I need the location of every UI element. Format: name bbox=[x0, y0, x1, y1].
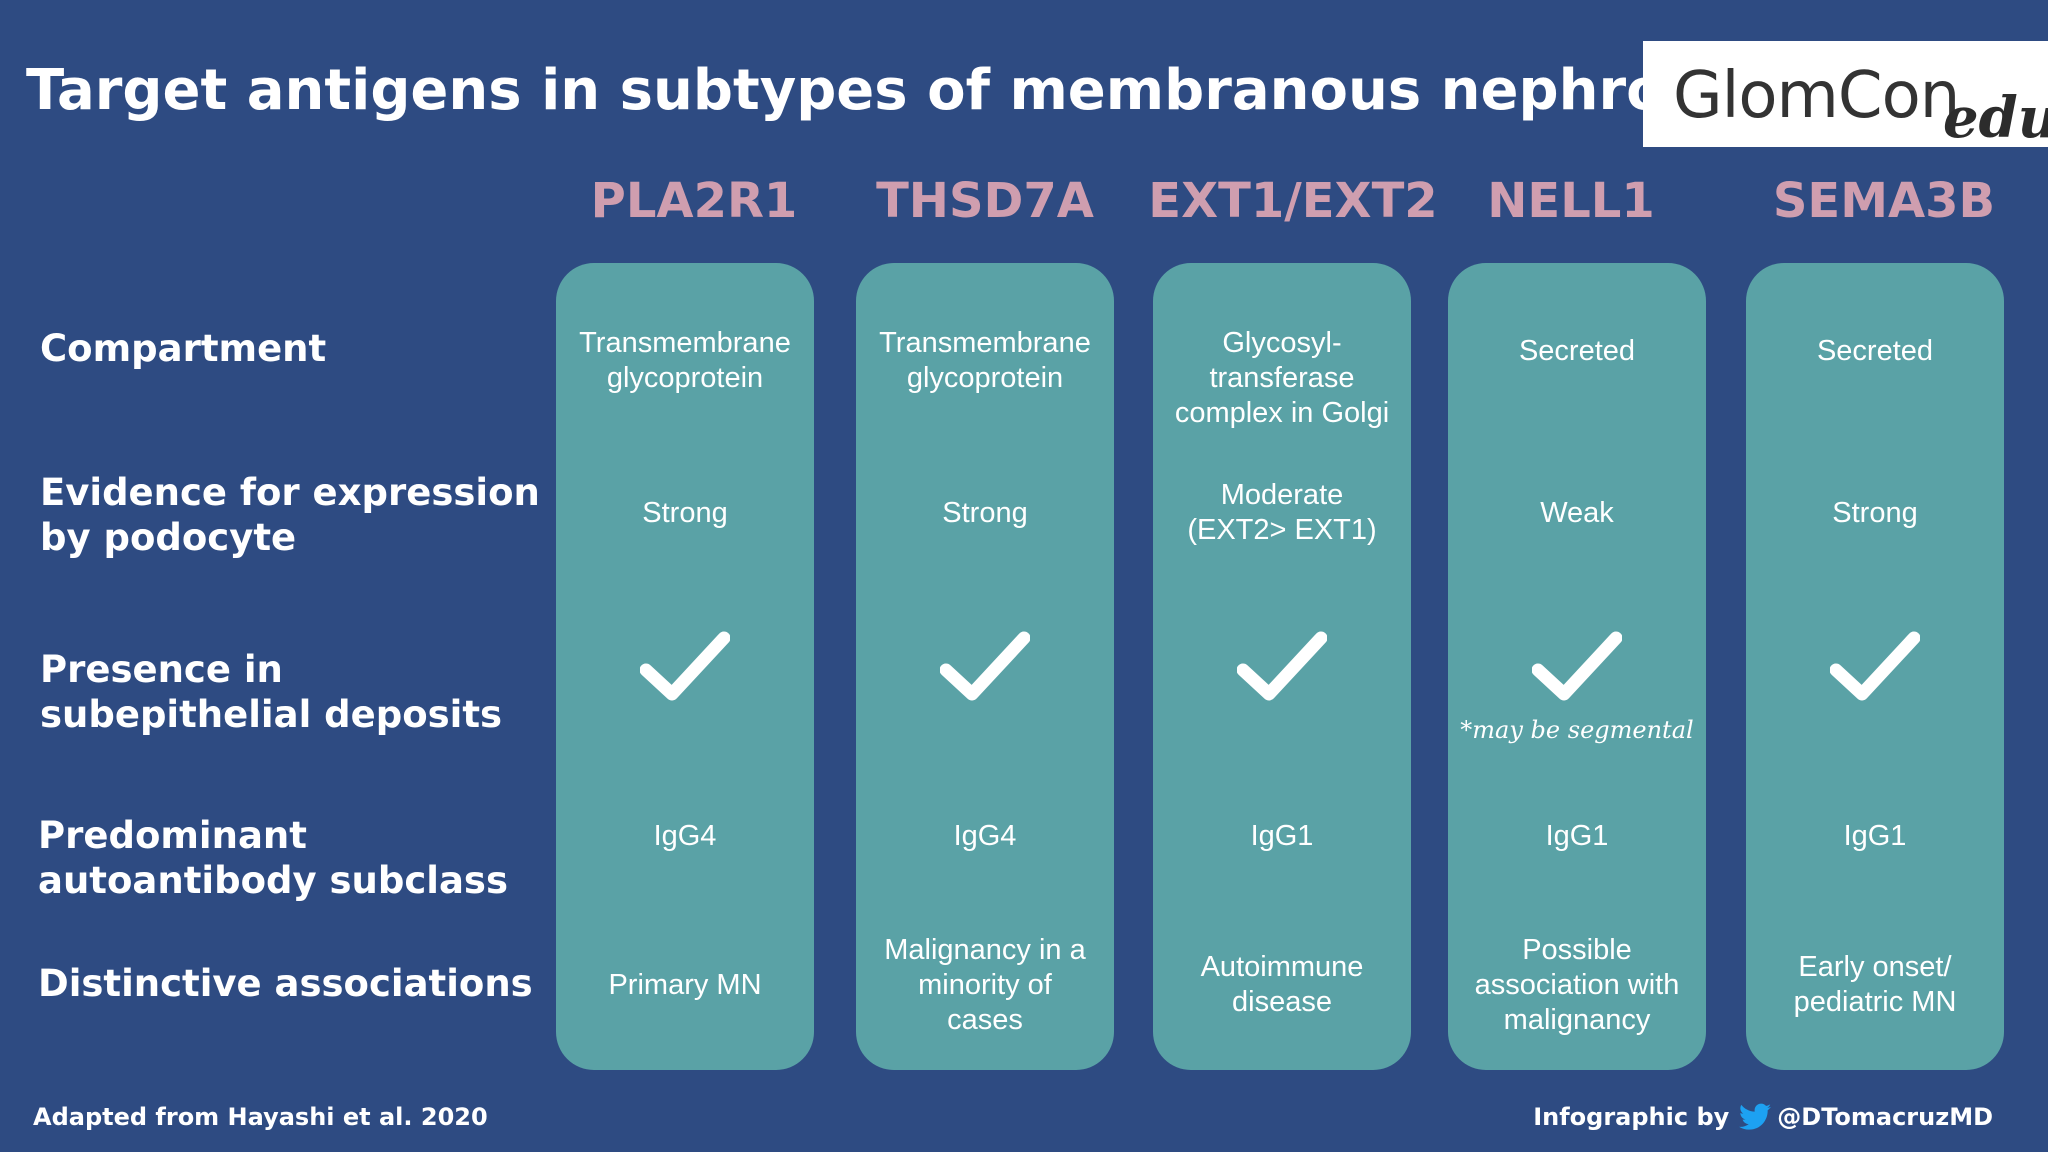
cell-line: pediatric MN bbox=[1793, 986, 1957, 1018]
cell-subclass: IgG4 bbox=[856, 819, 1114, 854]
column-header: EXT1/EXT2 bbox=[1148, 173, 1438, 229]
cell-line: glycoprotein bbox=[906, 362, 1064, 394]
cell-line: Transmembrane bbox=[579, 327, 791, 359]
cell-line: Possible bbox=[1522, 933, 1632, 966]
check-icon bbox=[640, 631, 730, 701]
cell-line: IgG4 bbox=[653, 819, 717, 852]
cell-subclass: IgG1 bbox=[1448, 819, 1706, 854]
cell-line: Malignancy in a bbox=[884, 933, 1086, 966]
cell-evidence: Strong bbox=[856, 496, 1114, 531]
cell-line: Moderate bbox=[1220, 479, 1344, 511]
row-label-evidence: Evidence for expression by podocyte bbox=[40, 470, 540, 560]
page-title: Target antigens in subtypes of membranou… bbox=[26, 58, 1846, 123]
cell-subclass: IgG1 bbox=[1746, 819, 2004, 854]
logo-edu-text: edu bbox=[1943, 85, 2048, 151]
row-label-presence: Presence in subepithelial deposits bbox=[40, 647, 502, 737]
row-label-line: Compartment bbox=[40, 327, 327, 370]
credit-prefix: Infographic by bbox=[1533, 1103, 1730, 1131]
row-label-line: subepithelial deposits bbox=[40, 693, 503, 736]
cell-line: cases bbox=[947, 1003, 1023, 1036]
cell-line: glycoprotein bbox=[606, 362, 764, 394]
check-icon bbox=[1532, 631, 1622, 701]
cell-line: IgG1 bbox=[1250, 819, 1314, 852]
logo-main-text: GlomCon bbox=[1673, 59, 1960, 133]
cell-line: IgG1 bbox=[1843, 819, 1907, 852]
check-icon bbox=[1237, 631, 1327, 701]
column-header: NELL1 bbox=[1487, 173, 1655, 229]
row-label-line: Evidence for expression bbox=[40, 471, 540, 514]
cell-associations: Primary MN bbox=[556, 968, 814, 1003]
cell-line: transferase bbox=[1209, 362, 1355, 394]
row-label-line: by podocyte bbox=[40, 516, 297, 559]
cell-line: complex in Golgi bbox=[1174, 397, 1390, 429]
cell-line: Glycosyl- bbox=[1222, 327, 1342, 359]
row-label-associations: Distinctive associations bbox=[38, 961, 533, 1006]
cell-line: Primary MN bbox=[608, 968, 762, 1001]
credit-handle: @DTomacruzMD bbox=[1777, 1103, 1993, 1131]
cell-note: *may be segmental bbox=[1460, 716, 1694, 744]
cell-line: Strong bbox=[642, 496, 728, 529]
column-header: PLA2R1 bbox=[590, 173, 798, 229]
cell-evidence: Moderate(EXT2> EXT1) bbox=[1153, 478, 1411, 548]
check-icon bbox=[940, 631, 1030, 701]
row-label-line: Distinctive associations bbox=[38, 962, 533, 1005]
row-label-compartment: Compartment bbox=[40, 326, 326, 371]
cell-line: Weak bbox=[1540, 496, 1614, 529]
cell-compartment: Secreted bbox=[1746, 334, 2004, 369]
cell-evidence: Weak bbox=[1448, 496, 1706, 531]
cell-line: IgG4 bbox=[953, 819, 1017, 852]
cell-line: Early onset/ bbox=[1798, 951, 1952, 983]
twitter-bird-icon bbox=[1739, 1103, 1772, 1131]
cell-line: Strong bbox=[1832, 496, 1918, 529]
cell-line: minority of bbox=[918, 968, 1052, 1001]
cell-evidence: Strong bbox=[1746, 496, 2004, 531]
cell-line: IgG1 bbox=[1545, 819, 1609, 852]
credit: Infographic by @DTomacruzMD bbox=[1533, 1103, 1993, 1131]
cell-line: (EXT2> EXT1) bbox=[1187, 514, 1377, 546]
cell-line: disease bbox=[1232, 986, 1332, 1018]
cell-line: Strong bbox=[942, 496, 1028, 529]
column-header: SEMA3B bbox=[1772, 173, 1996, 229]
cell-line: malignancy bbox=[1503, 1003, 1651, 1036]
cell-line: Autoimmune bbox=[1200, 951, 1364, 983]
row-label-line: Presence in bbox=[40, 648, 283, 691]
cell-associations: Early onset/pediatric MN bbox=[1746, 950, 2004, 1020]
cell-line: Secreted bbox=[1816, 334, 1934, 367]
column-header: THSD7A bbox=[876, 173, 1094, 229]
source-citation: Adapted from Hayashi et al. 2020 bbox=[33, 1103, 488, 1131]
cell-line: Transmembrane bbox=[879, 327, 1091, 359]
glomcon-logo: GlomCon edu bbox=[1643, 41, 2048, 151]
row-label-subclass: Predominant autoantibody subclass bbox=[38, 813, 508, 903]
cell-subclass: IgG4 bbox=[556, 819, 814, 854]
cell-compartment: Secreted bbox=[1448, 334, 1706, 369]
row-label-line: autoantibody subclass bbox=[38, 859, 508, 902]
row-label-line: Predominant bbox=[38, 814, 307, 857]
check-icon bbox=[1830, 631, 1920, 701]
cell-line: association with bbox=[1474, 968, 1680, 1001]
cell-evidence: Strong bbox=[556, 496, 814, 531]
cell-line: Secreted bbox=[1518, 334, 1636, 367]
cell-subclass: IgG1 bbox=[1153, 819, 1411, 854]
